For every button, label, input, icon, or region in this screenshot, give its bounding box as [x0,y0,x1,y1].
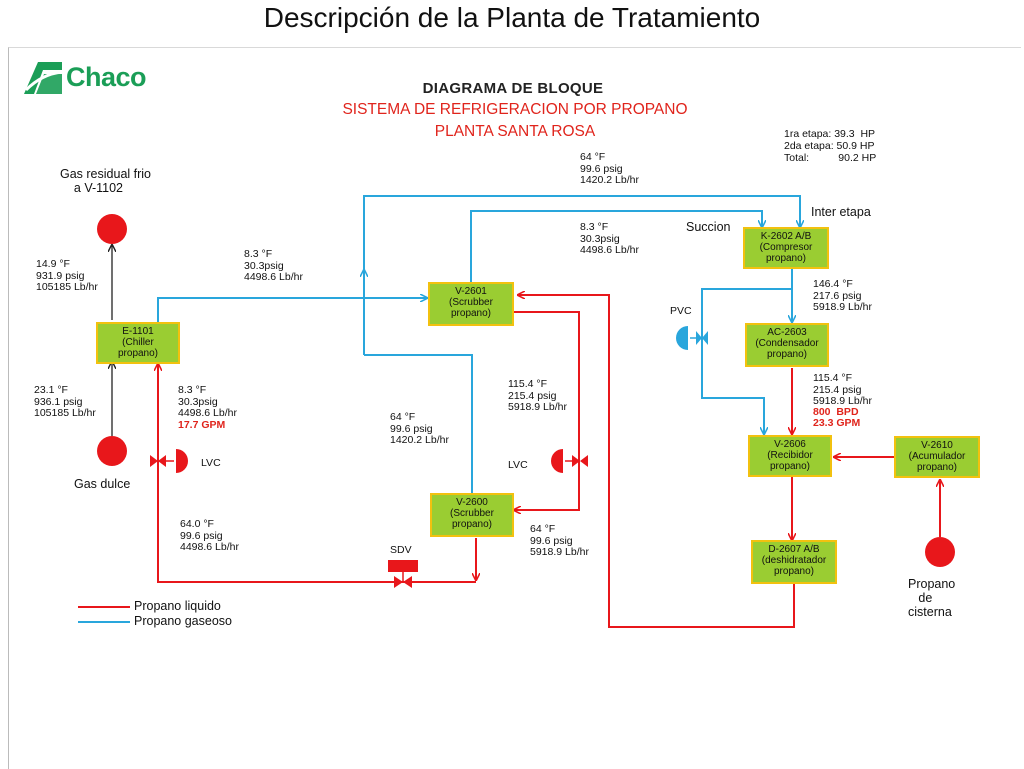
equipment-d2607: D-2607 A/B (deshidratador propano) [751,540,837,584]
stream-condenser-out: 115.4 °F 215.4 psig 5918.9 Lb/hr [813,372,872,407]
stream-v2600-vapour: 64 °F 99.6 psig 1420.2 Lb/hr [390,411,449,446]
bypass-line [701,288,792,434]
stream-residual: 14.9 °F 931.9 psig 105185 Lb/hr [36,258,98,293]
equipment-ac2603: AC-2603 (Condensador propano) [745,323,829,367]
stream-succion: 8.3 °F 30.3psig 4498.6 Lb/hr [580,221,639,256]
stream-mid-liquid: 115.4 °F 215.4 psig 5918.9 Lb/hr [508,378,567,413]
diagram-subtitle: SISTEMA DE REFRIGERACION POR PROPANO [342,101,688,118]
v2601-coil-line [504,311,580,510]
equipment-v2610: V-2610 (Acumulador propano) [894,436,980,478]
stream-condenser-gpm: 23.3 GPM [813,417,861,429]
diagram-title: DIAGRAMA DE BLOQUE [422,80,604,97]
top-header-line [363,195,800,355]
diagram-frame [8,47,1021,769]
stream-e1101-gpm: 17.7 GPM [178,419,226,431]
power-row-1: 1ra etapa: 39.3 HP [784,128,876,140]
slide-title: Descripción de la Planta de Tratamiento [263,2,761,33]
chaco-logo-icon [24,62,63,94]
gas-residual-label: Gas residual frio a V-1102 [60,167,152,195]
stream-v2600-liquid: 64 °F 99.6 psig 5918.9 Lb/hr [530,523,589,558]
legend-gas-label: Propano gaseoso [134,614,232,628]
pvc-valve-icon [676,326,708,350]
equipment-e1101: E-1101 (Chiller propano) [96,322,180,364]
legend-gas-swatch [78,621,130,623]
lvc-left-label: LVC [201,457,221,469]
equipment-v2606: V-2606 (Recibidor propano) [748,435,832,477]
stream-e1101-in: 64.0 °F 99.6 psig 4498.6 Lb/hr [180,518,239,553]
gas-dulce-terminal [97,436,127,466]
power-row-2: 2da etapa: 50.9 HP [784,140,875,152]
diagram-plant-name: PLANTA SANTA ROSA [434,123,596,140]
stream-condenser-bpd: 800 BPD [813,406,859,418]
stream-top-header: 64 °F 99.6 psig 1420.2 Lb/hr [580,151,639,186]
sdv-valve-icon [388,560,418,588]
cisterna-terminal [925,537,955,567]
sdv-label: SDV [390,544,412,556]
sdv-to-e1101-line [158,364,476,583]
equipment-k2602: K-2602 A/B (Compresor propano) [743,227,829,269]
propano-cisterna-label: Propano de cisterna [908,577,956,619]
e1101-to-v2601-line [157,298,427,322]
legend-liquid-swatch [78,606,130,608]
stream-compressor-out: 146.4 °F 217.6 psig 5918.9 Lb/hr [813,278,872,313]
legend-liquid-label: Propano liquido [134,599,221,613]
equipment-v2600: V-2600 (Scrubber propano) [430,493,514,537]
stream-e1101-out: 8.3 °F 30.3psig 4498.6 Lb/hr [244,248,303,283]
pvc-label: PVC [670,305,692,317]
power-row-3: Total: 90.2 HP [784,152,877,164]
gas-residual-terminal [97,214,127,244]
succion-line [470,210,762,282]
lvc-mid-label: LVC [508,459,528,471]
lvc-valve-mid-icon [551,449,588,473]
gas-dulce-label: Gas dulce [74,477,131,491]
d2607-return-line [518,295,795,628]
chaco-logo-text: Chaco [66,62,147,92]
inter-etapa-label: Inter etapa [811,205,871,219]
lvc-valve-left-icon [150,449,188,473]
stream-e1101-liquid: 8.3 °F 30.3psig 4498.6 Lb/hr [178,384,237,419]
stream-dulce: 23.1 °F 936.1 psig 105185 Lb/hr [34,384,96,419]
v2600-vapour-line [364,354,473,494]
equipment-v2601: V-2601 (Scrubber propano) [428,282,514,326]
succion-label: Succion [686,220,731,234]
